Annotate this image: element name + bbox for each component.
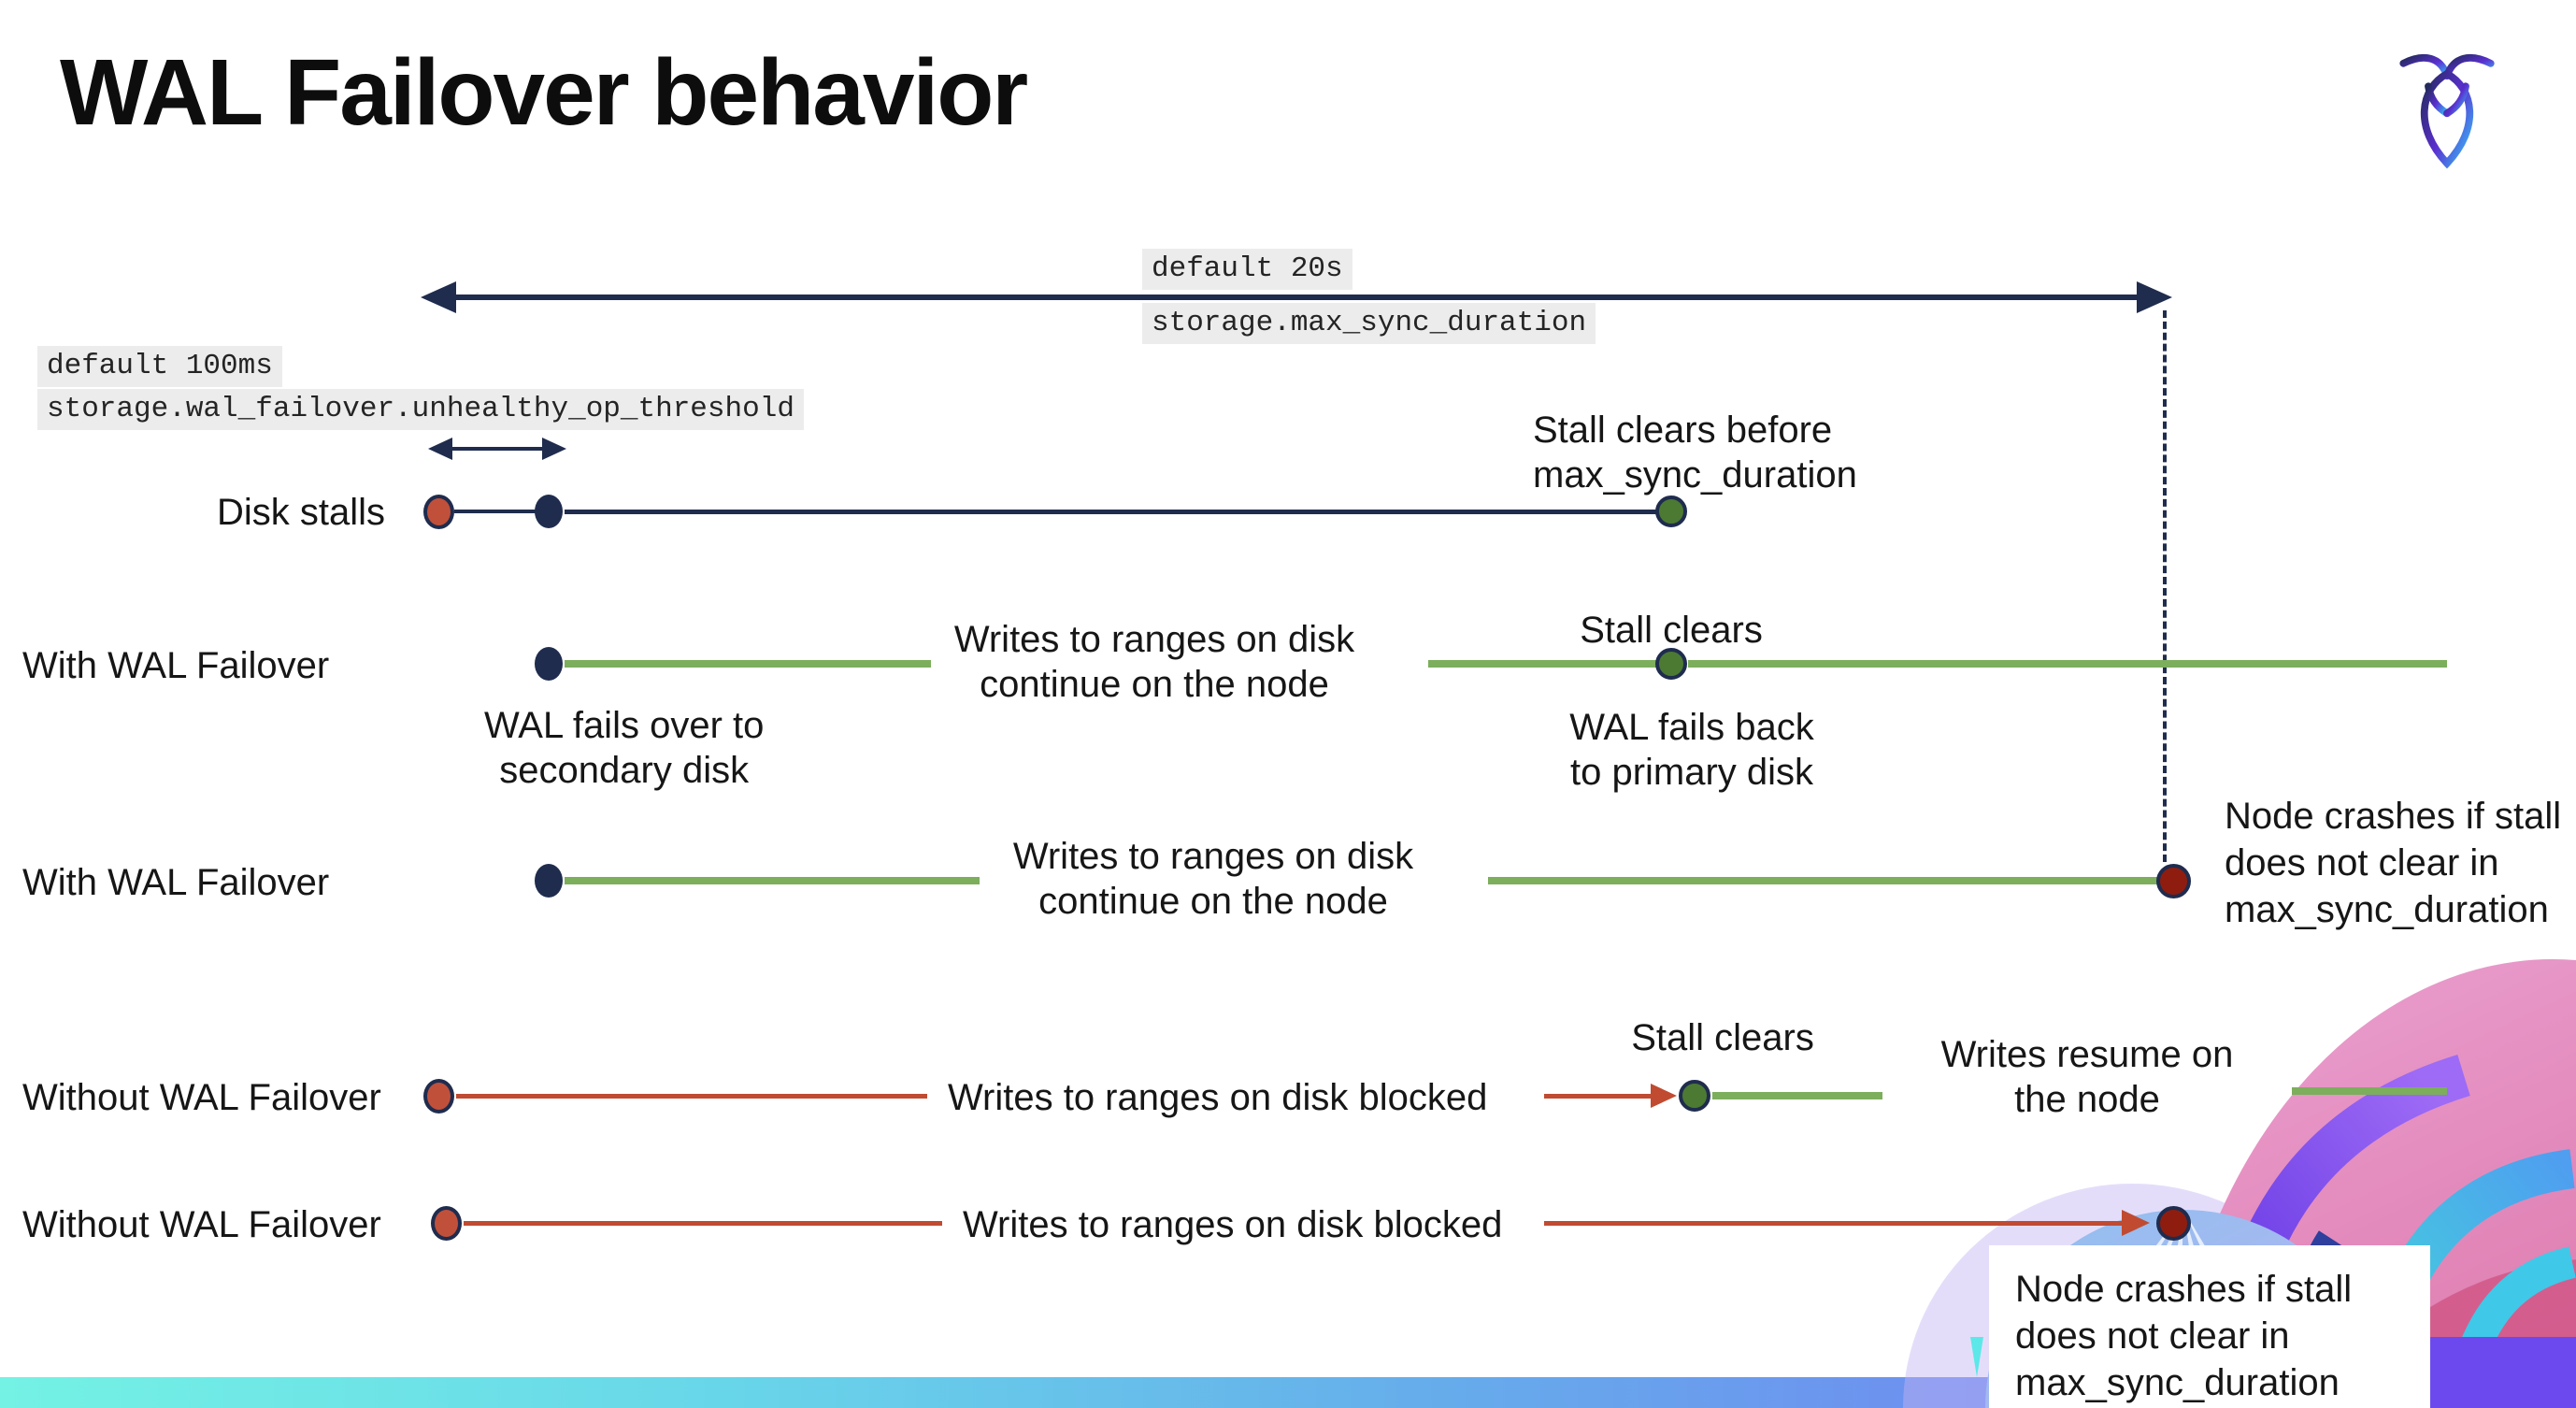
threshold-default-label: default 100ms bbox=[37, 346, 282, 387]
max-sync-arrowhead-left bbox=[421, 281, 456, 313]
stall-clear-dot-row1 bbox=[1655, 496, 1687, 527]
green-line-row2-b bbox=[1428, 660, 1658, 668]
page-title: WAL Failover behavior bbox=[60, 40, 1028, 145]
writes-resume-note: Writes resume on the node bbox=[1940, 1034, 2234, 1120]
red-arrowhead-row5 bbox=[2122, 1210, 2150, 1236]
row-label-disk-stalls: Disk stalls bbox=[216, 492, 385, 533]
red-line-row4-b bbox=[1544, 1094, 1653, 1099]
green-line-row3-b bbox=[1488, 877, 2157, 884]
max-sync-default-label: default 20s bbox=[1142, 249, 1352, 290]
green-line-row2-a bbox=[565, 660, 931, 668]
writes-blocked-note-row5: Writes to ranges on disk blocked bbox=[963, 1204, 1503, 1245]
node-crash-callout-text: Node crashes if stall does not clear in … bbox=[2015, 1269, 2353, 1403]
stall-clears-before-note: Stall clears before max_sync_duration bbox=[1533, 409, 1857, 496]
wal-fails-back-note: WAL fails back to primary disk bbox=[1569, 707, 1814, 793]
green-line-row3-a bbox=[565, 877, 980, 884]
stall-clear-dot-row2 bbox=[1655, 648, 1687, 680]
threshold-arrowhead-left bbox=[428, 438, 452, 460]
green-line-row4-a bbox=[1712, 1092, 1882, 1099]
row-label-without-wal-failover-1: Without WAL Failover bbox=[22, 1077, 381, 1118]
failover-dot-row2 bbox=[535, 647, 563, 681]
disk-stall-threshold-line bbox=[454, 510, 537, 513]
max-sync-deadline-dashed-line bbox=[2163, 310, 2167, 862]
node-crash-note-row3: Node crashes if stall does not clear in … bbox=[2225, 796, 2562, 930]
red-line-row5-a bbox=[464, 1221, 942, 1226]
row-label-with-wal-failover-2: With WAL Failover bbox=[22, 862, 330, 903]
writes-continue-note-row3: Writes to ranges on disk continue on the… bbox=[1012, 836, 1414, 922]
disk-stall-timeline bbox=[565, 510, 1658, 514]
red-arrowhead-row4 bbox=[1651, 1084, 1677, 1108]
stall-clears-note-row4: Stall clears bbox=[1631, 1017, 1814, 1058]
wal-fails-over-note: WAL fails over to secondary disk bbox=[484, 705, 765, 791]
node-crash-dot-row5 bbox=[2156, 1206, 2191, 1241]
green-line-row4-b bbox=[2292, 1087, 2447, 1095]
cockroachdb-logo-icon bbox=[2399, 53, 2495, 169]
disk-stall-start-dot bbox=[423, 495, 454, 529]
threshold-span-line bbox=[447, 447, 548, 451]
stall-clear-dot-row4 bbox=[1679, 1080, 1710, 1112]
row-label-with-wal-failover-1: With WAL Failover bbox=[22, 645, 330, 686]
stall-start-dot-row5 bbox=[431, 1206, 462, 1241]
node-crash-callout-box: Node crashes if stall does not clear in … bbox=[1989, 1245, 2430, 1408]
stall-start-dot-row4 bbox=[423, 1079, 454, 1113]
writes-continue-note-row2: Writes to ranges on disk continue on the… bbox=[953, 619, 1355, 705]
stall-clears-note-row2: Stall clears bbox=[1580, 610, 1763, 651]
max-sync-setting-label: storage.max_sync_duration bbox=[1142, 303, 1596, 344]
failover-dot-row3 bbox=[535, 864, 563, 898]
failover-trigger-dot bbox=[535, 495, 563, 528]
threshold-setting-label: storage.wal_failover.unhealthy_op_thresh… bbox=[37, 389, 804, 430]
threshold-arrowhead-right bbox=[542, 438, 566, 460]
max-sync-span-line bbox=[451, 295, 2142, 300]
max-sync-arrowhead-right bbox=[2137, 281, 2172, 313]
red-line-row4-a bbox=[456, 1094, 927, 1099]
writes-blocked-note-row4: Writes to ranges on disk blocked bbox=[948, 1077, 1488, 1118]
red-line-row5-b bbox=[1544, 1221, 2124, 1226]
node-crash-dot-row3 bbox=[2156, 864, 2191, 898]
green-line-row2-c bbox=[1688, 660, 2447, 668]
row-label-without-wal-failover-2: Without WAL Failover bbox=[22, 1204, 381, 1245]
